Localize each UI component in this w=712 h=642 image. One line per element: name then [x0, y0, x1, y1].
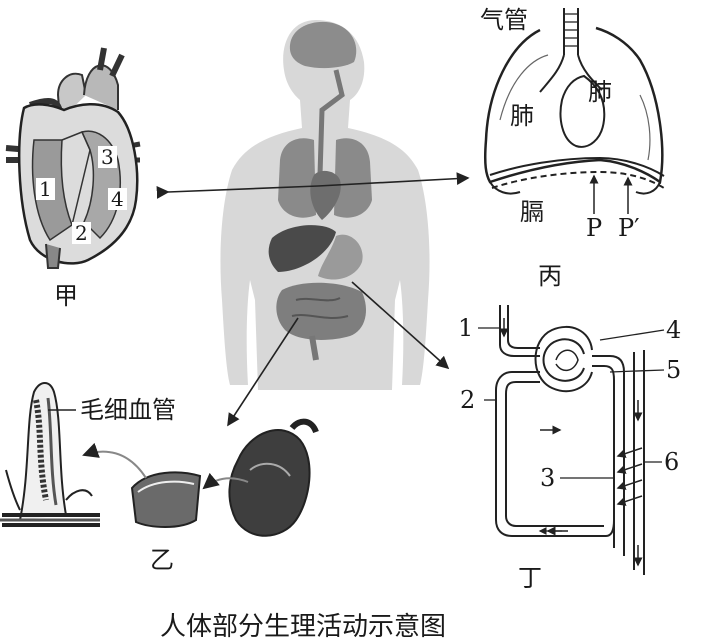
capillary-label: 毛细血管	[80, 396, 176, 424]
arrow-to-kidney	[351, 281, 450, 370]
arrow-to-heart	[156, 185, 319, 199]
trachea-label: 气管	[480, 6, 528, 34]
nephron-part-label-6: 6	[664, 448, 680, 476]
digestive-name-label: 乙	[150, 546, 174, 574]
p-label: P	[586, 214, 603, 242]
connection-arrows	[156, 172, 470, 427]
diaphragm-label: 膈	[520, 198, 544, 226]
nephron-part-label-2: 2	[460, 386, 476, 414]
diagram-caption: 人体部分生理活动示意图	[160, 612, 447, 642]
respiratory-diagram	[483, 8, 665, 214]
arrow-to-intestine	[227, 317, 299, 427]
heart-chamber-label-2: 2	[72, 222, 91, 244]
heart-name-label: 甲	[54, 282, 78, 310]
nephron-part-label-4: 4	[666, 316, 682, 344]
nephron-part-label-3: 3	[540, 464, 556, 492]
nephron-diagram	[478, 305, 665, 575]
lung-right-label: 肺	[588, 78, 612, 106]
heart-chamber-label-4: 4	[108, 188, 127, 210]
heart-chamber-label-3: 3	[98, 146, 117, 168]
p-prime-label: P′	[618, 214, 640, 242]
respiratory-name-label: 丙	[538, 262, 562, 290]
human-body-figure	[220, 20, 430, 390]
kidney-name-label: 丁	[518, 564, 542, 592]
heart-chamber-label-1: 1	[36, 178, 55, 200]
lung-left-label: 肺	[510, 102, 534, 130]
arrow-to-lungs	[317, 172, 470, 187]
nephron-part-label-5: 5	[666, 356, 682, 384]
digestive-diagram	[0, 382, 319, 537]
nephron-part-label-1: 1	[458, 314, 474, 342]
